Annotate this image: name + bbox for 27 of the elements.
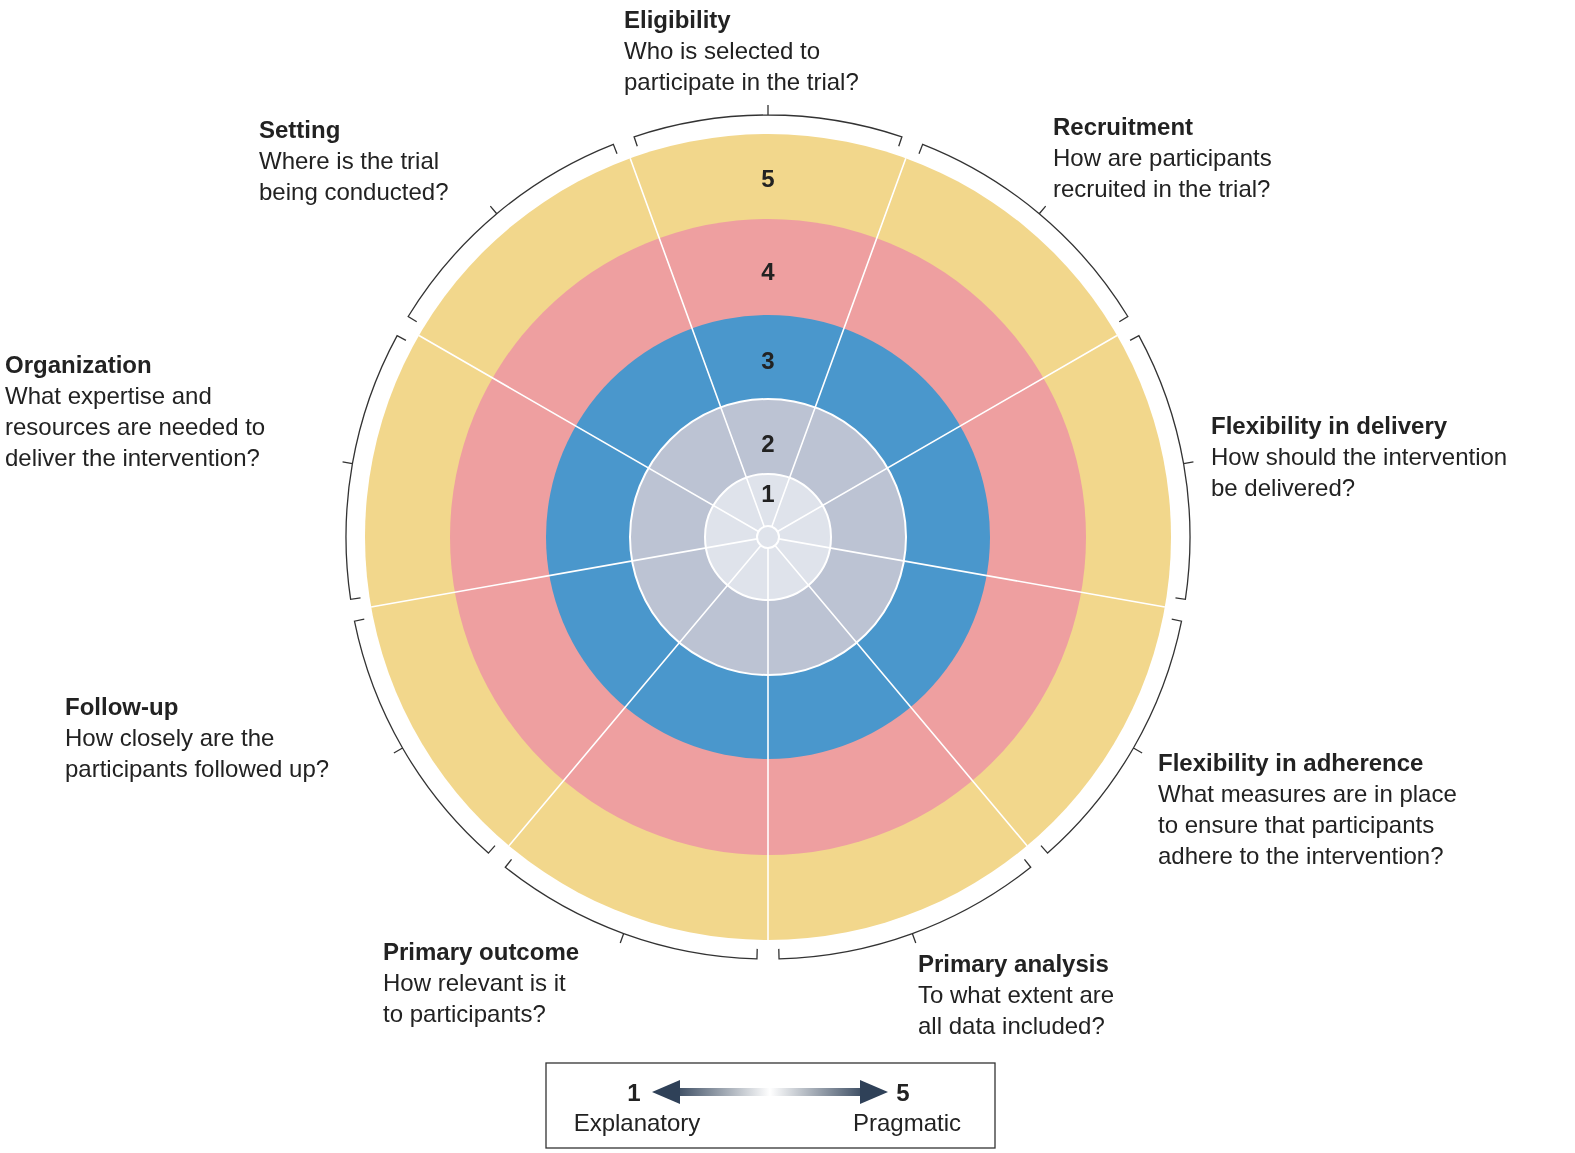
domain-heading: Organization <box>5 350 152 380</box>
score-number: 5 <box>761 163 775 194</box>
scale-label: Explanatory <box>573 1107 701 1138</box>
domain-heading: Setting <box>259 115 341 145</box>
domain-question: Where is the trial being conducted? <box>259 146 450 207</box>
domain-heading: Recruitment <box>1053 112 1194 142</box>
domain-question: What expertise and resources are needed to deliver the intervention? <box>5 381 267 473</box>
domain-question: Who is selected to participate in the trial? <box>624 36 860 97</box>
domain-heading: Primary outcome <box>383 937 580 967</box>
score-number: 2 <box>761 428 775 459</box>
score-number: 4 <box>761 256 775 287</box>
domain-heading: Eligibility <box>624 5 731 35</box>
domain-question: How should the intervention be delivered? <box>1211 442 1509 503</box>
domain-question: How closely are the participants followed up? <box>65 723 331 784</box>
scale-number: 1 <box>627 1077 641 1108</box>
scale-number: 5 <box>896 1077 910 1108</box>
domain-heading: Flexibility in adherence <box>1158 748 1424 778</box>
scale-label: Pragmatic <box>853 1107 961 1138</box>
domain-heading: Follow-up <box>65 692 179 722</box>
domain-question: To what extent are all data included? <box>918 980 1116 1041</box>
score-number: 1 <box>761 478 775 509</box>
domain-question: How are participants recruited in the trial? <box>1053 143 1273 204</box>
domain-question: How relevant is it to participants? <box>383 968 567 1029</box>
domain-question: What measures are in place to ensure that participants adhere to the intervention? <box>1158 779 1458 871</box>
domain-heading: Flexibility in delivery <box>1211 411 1448 441</box>
score-number: 3 <box>761 345 775 376</box>
domain-heading: Primary analysis <box>918 949 1109 979</box>
